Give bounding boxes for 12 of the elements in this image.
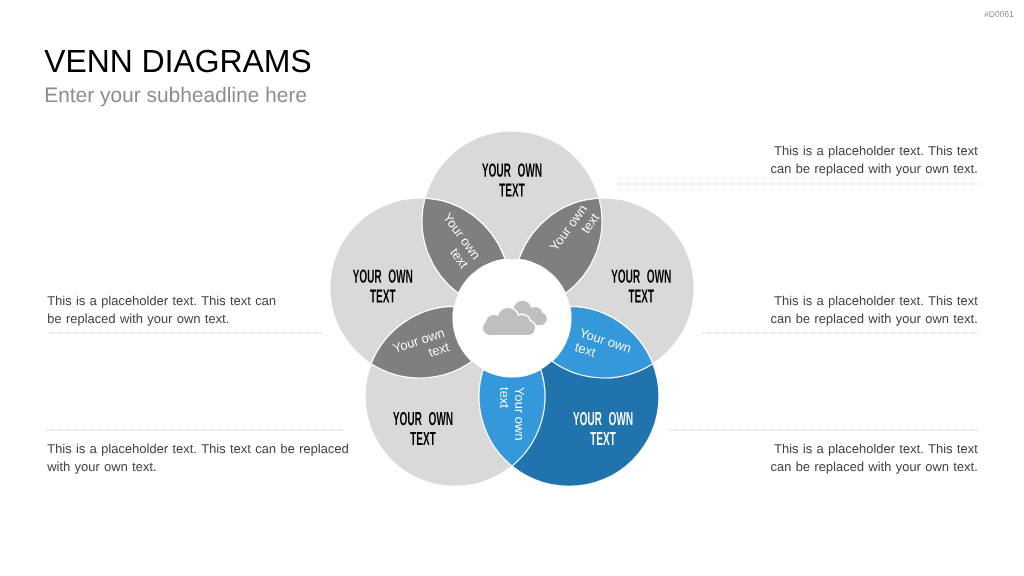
title: VENN DIAGRAMS bbox=[44, 49, 311, 73]
overlap-segment: Your own text bbox=[478, 368, 546, 467]
body-text: This is a placeholder text. This text can be replaced with your own text. bbox=[771, 443, 978, 474]
overlap-segment: Your own text bbox=[370, 305, 473, 379]
body-text: This is a placeholder text. This text can be replaced with your own text. bbox=[47, 443, 348, 474]
body-text: This is a placeholder text. This text can be replaced with your own text. bbox=[47, 295, 276, 326]
overlap-segment: Your own text bbox=[518, 197, 603, 294]
body-text: This is a placeholder text. This text can be replaced with your own text. bbox=[771, 145, 978, 176]
overlap-segment: Your own text bbox=[551, 305, 654, 379]
body-text: This is a placeholder text. This text can be replaced with your own text. bbox=[771, 295, 978, 326]
subtitle: Enter your subheadline here bbox=[45, 86, 307, 107]
reference-code: #D0061 bbox=[984, 11, 1014, 18]
